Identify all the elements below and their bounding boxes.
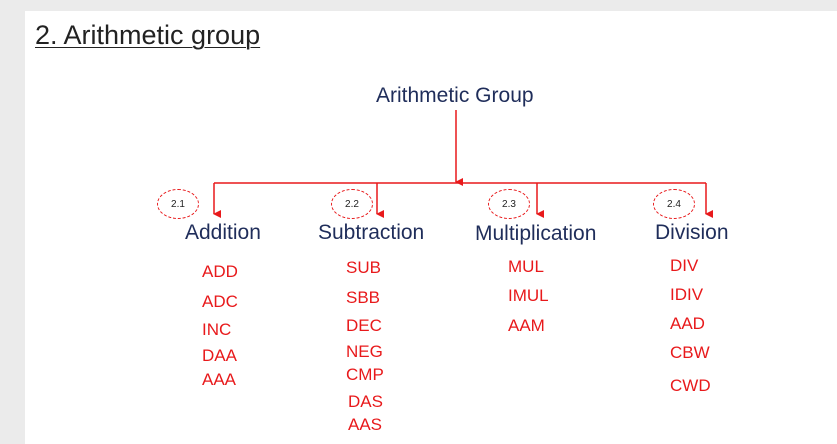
instruction-imul: IMUL <box>508 286 549 305</box>
instruction-cmp: CMP <box>346 365 384 384</box>
category-title-subtraction: Subtraction <box>318 221 425 244</box>
instruction-add: ADD <box>202 262 238 281</box>
instruction-neg: NEG <box>346 342 383 361</box>
slide-background <box>25 11 837 444</box>
category-title-addition: Addition <box>185 221 261 244</box>
instruction-adc: ADC <box>202 292 238 311</box>
instruction-cbw: CBW <box>670 343 710 362</box>
instruction-aaa: AAA <box>202 370 237 389</box>
instruction-aam: AAM <box>508 316 545 335</box>
instruction-aas: AAS <box>348 415 383 434</box>
diagram-root-node: Arithmetic Group <box>376 84 534 107</box>
instruction-mul: MUL <box>508 257 544 276</box>
instruction-sbb: SBB <box>346 288 381 307</box>
instruction-inc: INC <box>202 320 232 339</box>
badge-multiplication: 2.3 <box>488 189 530 219</box>
instruction-aad: AAD <box>670 314 705 333</box>
instruction-idiv: IDIV <box>670 285 704 304</box>
instruction-daa: DAA <box>202 346 237 365</box>
category-title-multiplication: Multiplication <box>475 222 597 245</box>
instruction-cwd: CWD <box>670 376 711 395</box>
instruction-das: DAS <box>348 392 383 411</box>
instruction-dec: DEC <box>346 316 382 335</box>
instruction-sub: SUB <box>346 258 381 277</box>
instruction-div: DIV <box>670 256 699 275</box>
page-title: 2. Arithmetic group <box>35 20 261 50</box>
category-title-division: Division <box>655 221 729 244</box>
badge-addition: 2.1 <box>157 189 199 219</box>
badge-subtraction: 2.2 <box>331 189 373 219</box>
badge-division: 2.4 <box>653 189 695 219</box>
